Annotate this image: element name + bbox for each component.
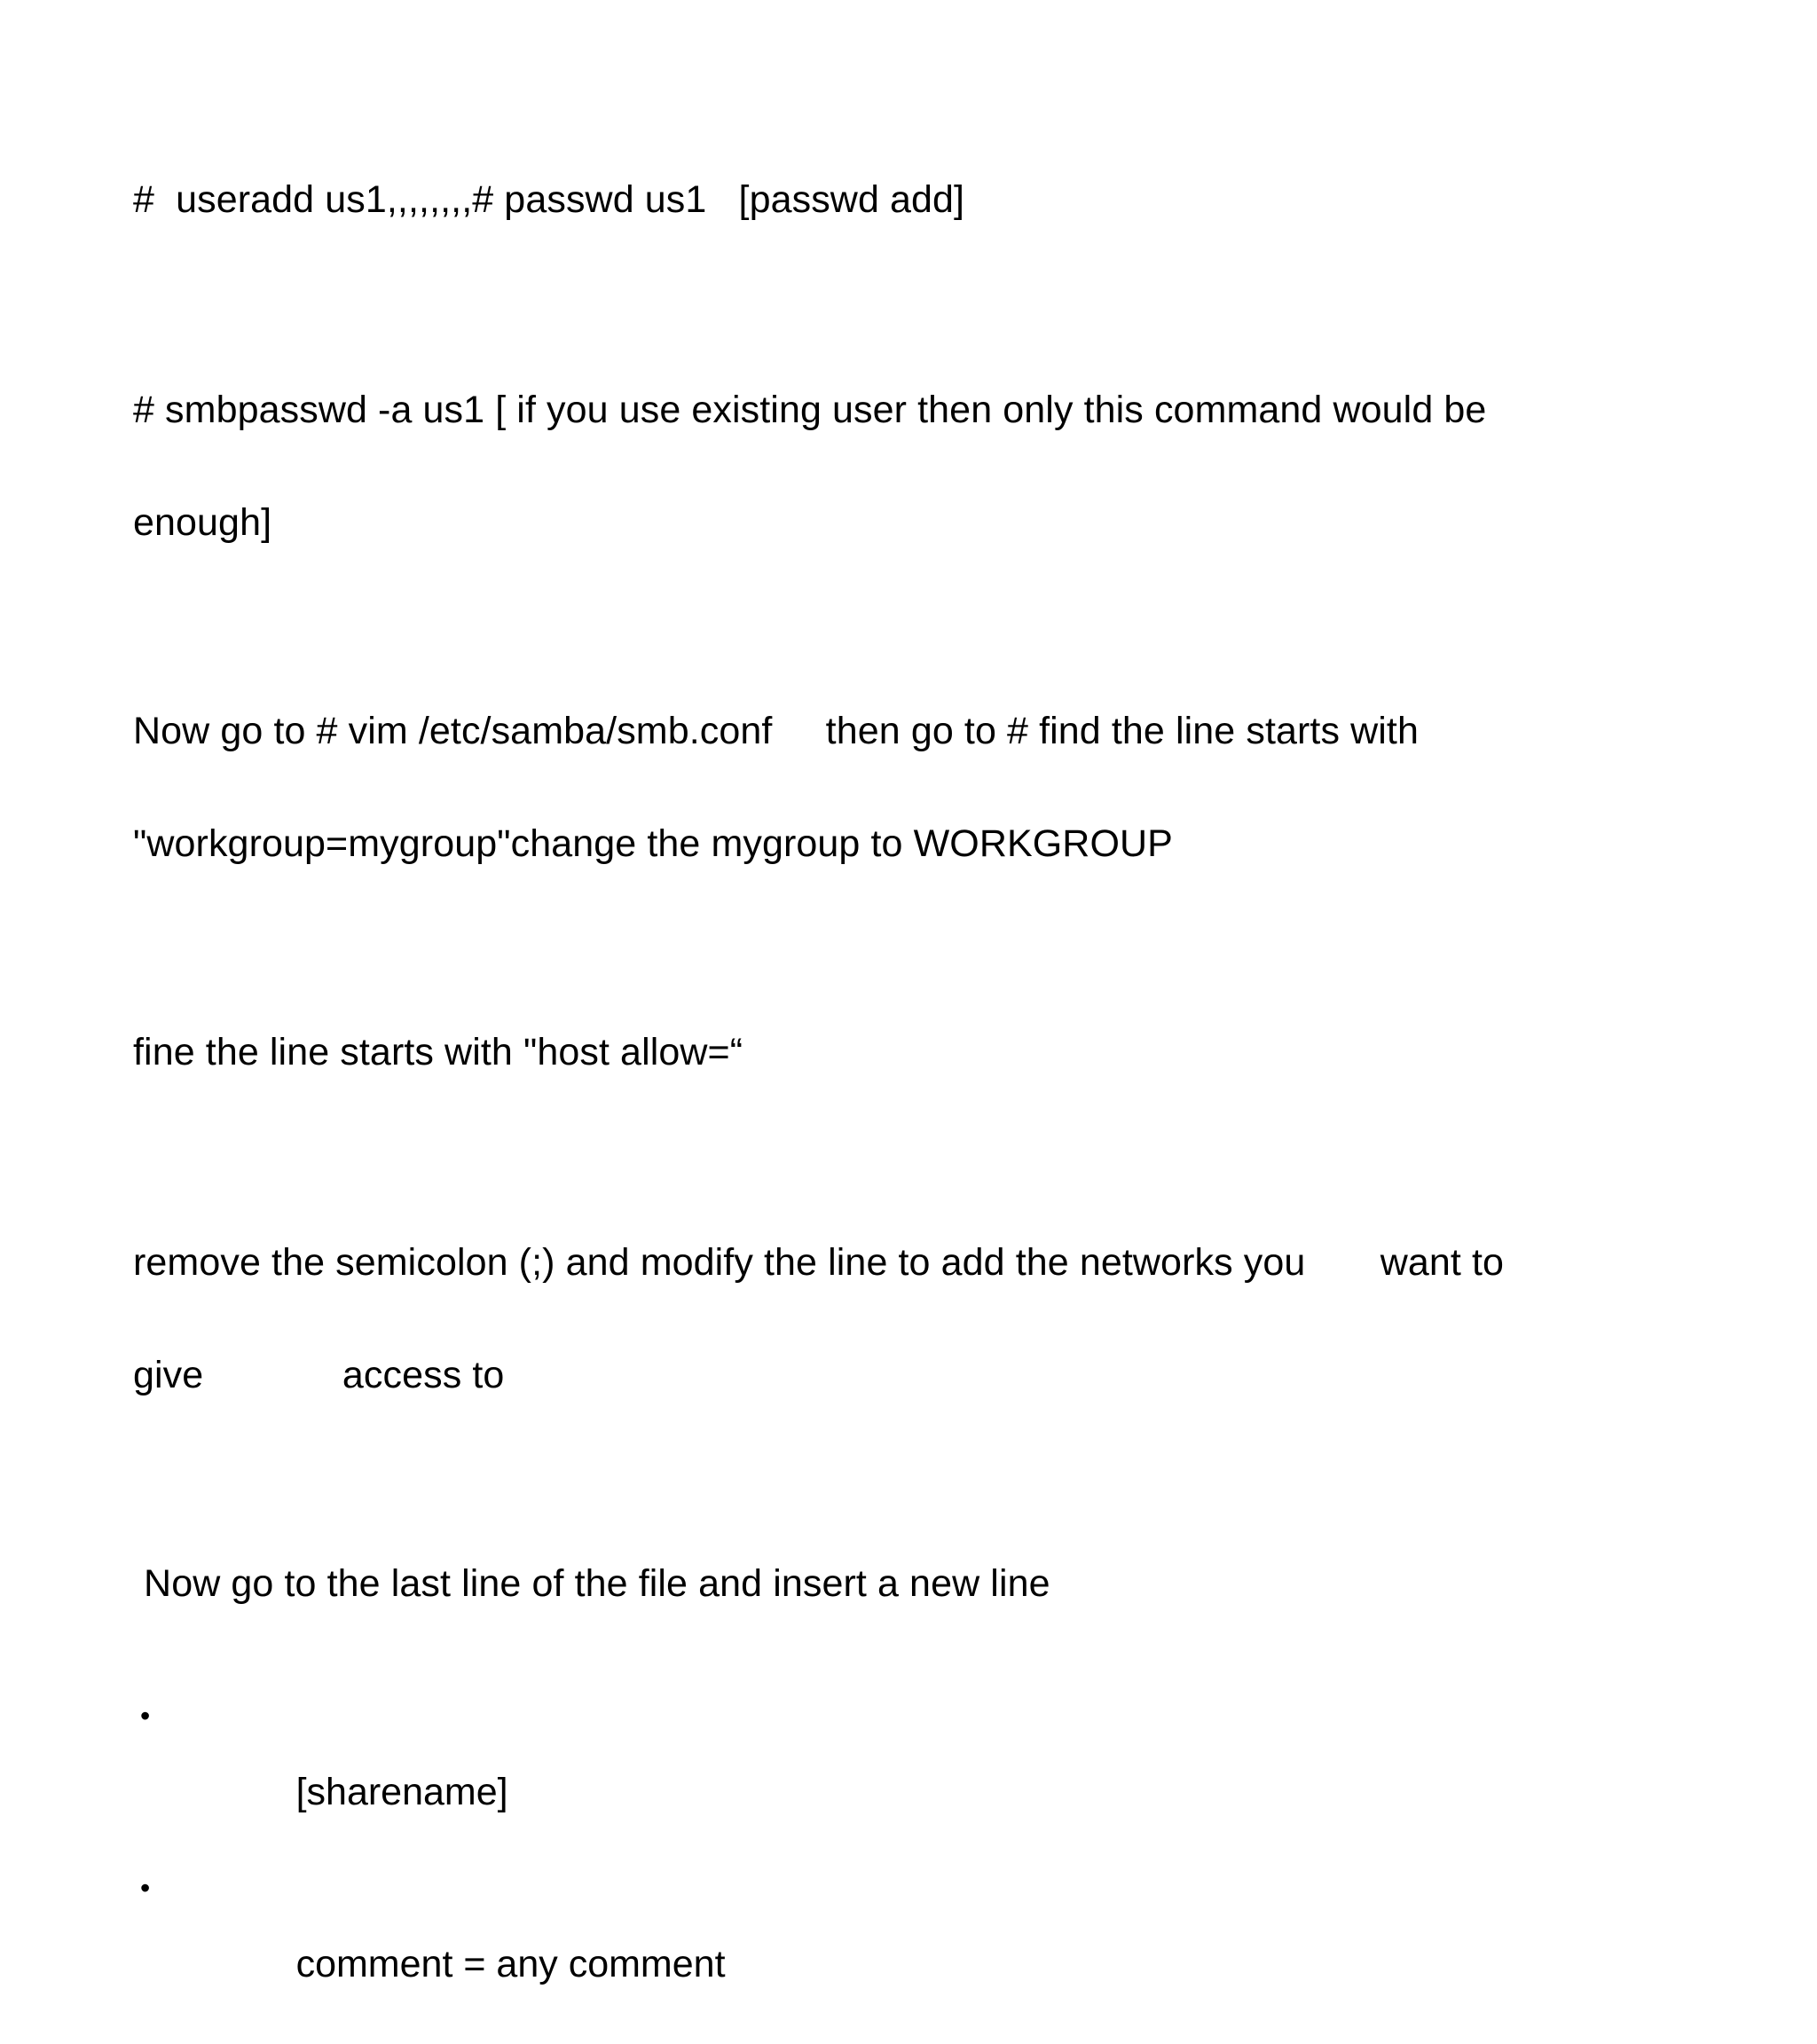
paragraph-line: fine the line starts with "host allow=“	[133, 1031, 743, 1073]
paragraph-remove-semicolon: remove the semicolon (;) and modify the …	[133, 1167, 1721, 1471]
paragraph-useradd-passwd: # useradd us1,,,,,,,,# passwd us1 [passw…	[133, 105, 1721, 295]
bullet-icon: •	[140, 1700, 151, 1732]
slide-canvas: # useradd us1,,,,,,,,# passwd us1 [passw…	[133, 180, 1504, 1984]
list-item: • path = /path-of-the-share-directory	[133, 2041, 1721, 2044]
paragraph-line: remove the semicolon (;) and modify the …	[133, 1241, 1505, 1284]
paragraph-line: Now go to # vim /etc/samba/smb.conf then…	[133, 710, 1419, 752]
paragraph-line: # smbpasswd -a us1 [ if you use existing…	[133, 389, 1487, 431]
slide-content-body: # useradd us1,,,,,,,,# passwd us1 [passw…	[133, 105, 1721, 2044]
bullet-icon: •	[140, 2041, 150, 2044]
paragraph-edit-smb-conf: Now go to # vim /etc/samba/smb.conf then…	[133, 636, 1721, 939]
list-item: • comment = any comment	[133, 1869, 1721, 2022]
paragraph-smbpasswd: # smbpasswd -a us1 [ if you use existing…	[133, 315, 1721, 618]
paragraph-line: # useradd us1,,,,,,,,# passwd us1 [passw…	[133, 178, 965, 221]
paragraph-line: Now go to the last line of the file and …	[133, 1562, 1050, 1605]
list-item: • [sharename]	[133, 1697, 1721, 1850]
paragraph-insert-new-line: Now go to the last line of the file and …	[133, 1489, 1721, 1679]
share-definition-list: • [sharename] • comment = any comment • …	[133, 1697, 1721, 2044]
paragraph-host-allow: fine the line starts with "host allow=“	[133, 957, 1721, 1148]
list-item-label: [sharename]	[295, 1771, 508, 1813]
paragraph-line: enough]	[133, 501, 272, 544]
list-item-label: comment = any comment	[295, 1943, 726, 1985]
bullet-icon: •	[140, 1872, 151, 1904]
paragraph-line: "workgroup=mygroup"change the mygroup to…	[133, 822, 1173, 865]
paragraph-line: give access to	[133, 1354, 505, 1396]
